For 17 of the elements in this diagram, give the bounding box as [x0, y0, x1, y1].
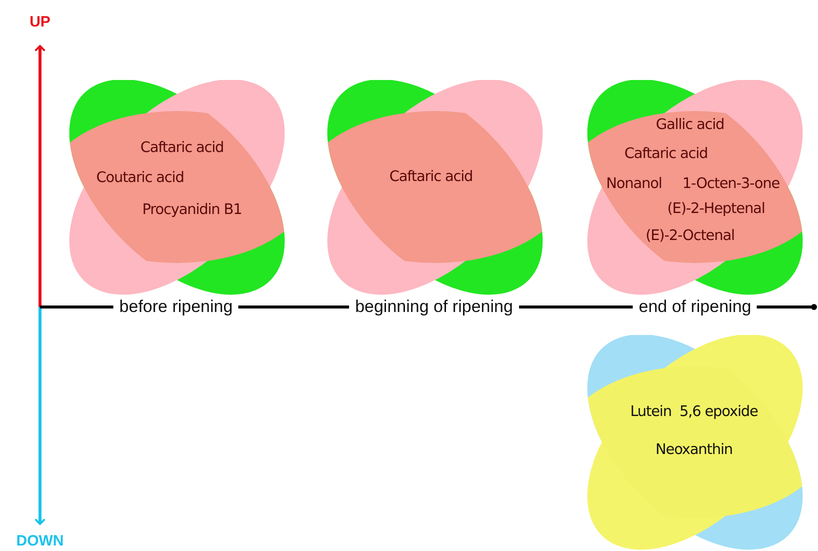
compound-name: Neoxanthin: [656, 442, 732, 458]
axis-label: UP: [30, 14, 50, 30]
stage-label: before ripening: [113, 297, 239, 317]
compound-name: Caftaric acid: [389, 169, 473, 185]
compound-name: Caftaric acid: [624, 146, 708, 162]
compound-name: (E)-2-Heptenal: [667, 201, 765, 217]
compound-name: Procyanidin B1: [142, 202, 242, 218]
compound-name: Nonanol: [606, 176, 662, 192]
compound-name: (E)-2-Octenal: [646, 228, 734, 244]
compound-name: 1-Octen-3-one: [682, 176, 780, 192]
axis-label: DOWN: [16, 532, 64, 550]
compound-name: Caftaric acid: [140, 140, 224, 156]
compound-name: Lutein 5,6 epoxide: [630, 404, 758, 420]
compound-name: Coutaric acid: [96, 170, 184, 186]
stage-label: beginning of ripening: [349, 297, 519, 317]
stage-label: end of ripening: [632, 297, 758, 317]
compound-name: Gallic acid: [656, 117, 724, 133]
